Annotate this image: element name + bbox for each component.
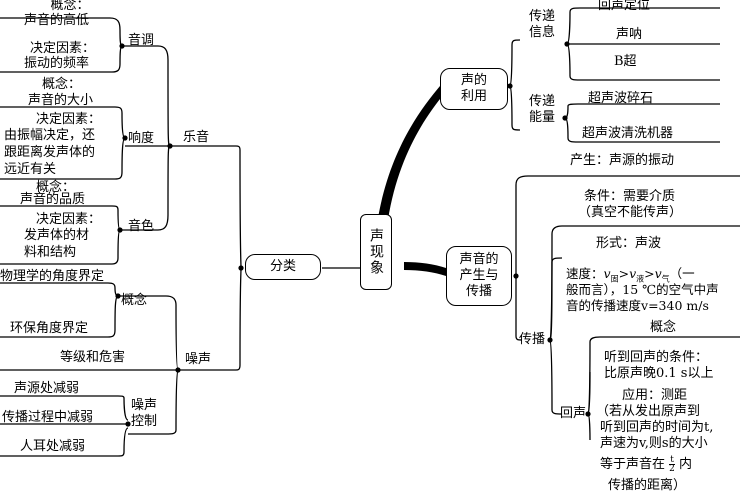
speed-value: v=340 m/s	[641, 298, 709, 313]
echo-condition-2: 比原声晚0.1 s以上	[604, 366, 714, 381]
sound-origin-label-3: 传播	[465, 284, 492, 299]
timbre-label: 音色	[128, 219, 155, 234]
noise-control-path: 传播过程中减弱	[2, 410, 94, 425]
echo-app-5-text: 等于声音在	[600, 457, 666, 472]
pitch-concept-title: 概念：	[50, 0, 90, 13]
loudness-label: 响度	[128, 131, 155, 146]
sound-use-label-1: 声的	[460, 73, 487, 88]
pitch-concept: 声音的高低	[24, 13, 90, 28]
timbre-factor-line-2: 发声体的材	[24, 228, 90, 243]
classification-label: 分类	[269, 259, 296, 274]
fraction-numerator: t	[669, 455, 675, 465]
echo-app-3: 听到回声的时间为t,	[600, 420, 714, 435]
loudness-factor-line-1: 决定因素：	[36, 112, 102, 127]
noise-label: 噪声	[185, 352, 212, 367]
speed-line-1: 速度：v固>v液>v气（一	[566, 266, 695, 284]
propagation-condition-1: 条件：需要介质	[584, 189, 676, 204]
propagation-form: 形式：声波	[596, 236, 662, 251]
timbre-factor-line-3: 料和结构	[24, 245, 77, 260]
transfer-energy-label-2: 能量	[528, 110, 555, 125]
classification-node: 分类	[245, 254, 321, 280]
sound-origin-node: 声音的 产生与 传播	[446, 246, 512, 306]
transfer-info-label-2: 信息	[528, 25, 555, 40]
noise-control-ear: 人耳处减弱	[20, 439, 86, 454]
fraction-denominator: 2	[669, 464, 675, 474]
center-label: 声现象	[368, 228, 384, 276]
transfer-energy-label-1: 传递	[528, 94, 555, 109]
pitch-factor: 振动的频率	[24, 56, 90, 71]
timbre-factor-line-1: 决定因素：	[36, 212, 102, 227]
noise-physics-definition: 物理学的角度界定	[0, 269, 105, 284]
sonar: 声呐	[616, 27, 643, 42]
noise-control-label-2: 控制	[130, 414, 157, 429]
pitch-label: 音调	[128, 33, 155, 48]
echo-app-6: 传播的距离）	[608, 478, 687, 493]
sound-use-label-2: 利用	[460, 89, 487, 104]
noise-levels: 等级和危害	[60, 350, 126, 365]
b-ultrasound: B超	[614, 54, 637, 69]
noise-control-source: 声源处减弱	[14, 381, 80, 396]
speed-line-3: 音的传播速度v=340 m/s	[566, 298, 709, 314]
sound-use-node: 声的 利用	[440, 68, 508, 110]
loudness-factor-line-3: 跟距离发声体的	[4, 145, 96, 160]
sound-production: 产生：声源的振动	[570, 153, 675, 168]
loudness-concept: 声音的大小	[28, 93, 94, 108]
echo-concept: 概念	[650, 320, 677, 335]
echo-condition-1: 听到回声的条件：	[604, 350, 709, 365]
echo-app-2: （若从发出原声到	[596, 404, 701, 419]
echolocation: 回声定位	[598, 0, 651, 13]
ultrasonic-cleaning: 超声波清洗机器	[582, 126, 674, 141]
pitch-factor-title: 决定因素：	[30, 41, 96, 56]
echo-app-4: 声速为v,则s的大小	[600, 436, 708, 451]
noise-concept-label: 概念	[121, 293, 148, 308]
sound-origin-label-2: 产生与	[459, 268, 499, 283]
timbre-concept: 声音的品质	[20, 192, 86, 207]
echo-label: 回声	[560, 406, 587, 421]
propagation-label: 传播	[519, 332, 546, 347]
echo-app-1: 应用：测距	[622, 388, 688, 403]
timbre-concept-title: 概念：	[36, 180, 76, 195]
speed-line-3-text: 音的传播速度	[566, 298, 642, 313]
loudness-concept-title: 概念：	[42, 77, 82, 92]
loudness-factor-line-4: 远近有关	[4, 162, 57, 177]
loudness-factor-line-2: 由振幅决定，还	[4, 128, 96, 143]
music-label: 乐音	[183, 130, 210, 145]
noise-control-label-1: 噪声	[130, 398, 157, 413]
transfer-info-label-1: 传递	[528, 9, 555, 24]
noise-environment-definition: 环保角度界定	[10, 321, 89, 336]
propagation-condition-2: （真空不能传声）	[578, 205, 683, 220]
speed-line-2: 般而言），15 ℃的空气中声	[566, 282, 719, 297]
speed-prefix: 速度：	[566, 266, 604, 281]
speed-rest: （一	[669, 266, 695, 281]
echo-app-5b-text: 内	[679, 457, 693, 472]
center-node: 声现象	[360, 214, 392, 290]
sound-origin-label-1: 声音的	[459, 252, 499, 267]
ultrasonic-lithotripsy: 超声波碎石	[588, 91, 654, 106]
